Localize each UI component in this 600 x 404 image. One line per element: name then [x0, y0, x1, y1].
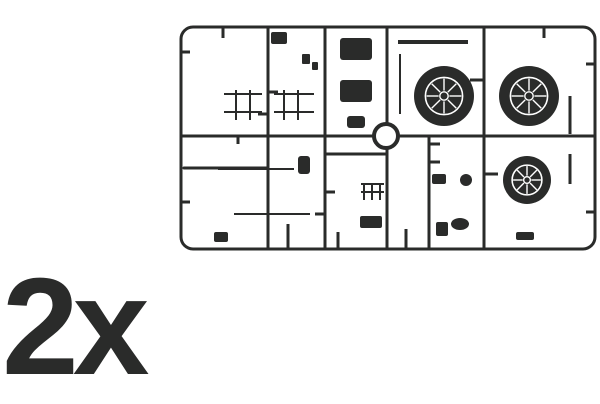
wheel-part: [503, 156, 551, 204]
wheel-group: [414, 66, 559, 204]
sprue-diagram: [178, 24, 598, 252]
rod-parts: [218, 40, 468, 215]
quantity-label: 2x: [2, 250, 149, 404]
wheel-part: [414, 66, 474, 126]
sprue-hub: [372, 122, 400, 150]
block-parts: [214, 32, 534, 242]
sprue-frame-svg: [179, 25, 597, 251]
wheel-part: [499, 66, 559, 126]
gate-stubs: [181, 27, 595, 249]
